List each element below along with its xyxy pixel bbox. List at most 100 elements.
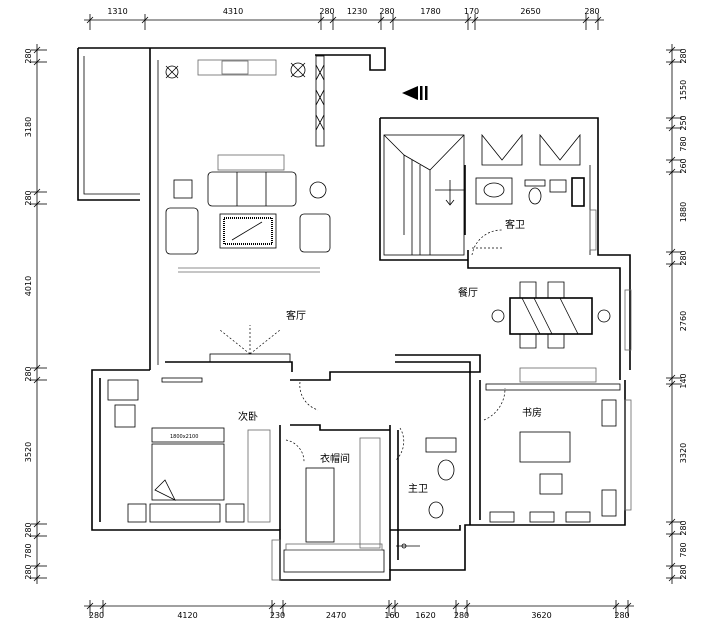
dimension-label-right: 780	[679, 136, 688, 151]
dimension-label-left: 780	[24, 543, 33, 558]
dining-table	[491, 281, 611, 349]
dimension-slash	[99, 602, 107, 610]
dimension-label-right: 280	[679, 48, 688, 63]
dimension-slash	[668, 114, 676, 122]
room-label-dining: 餐厅	[458, 286, 478, 299]
dimension-label-left: 280	[24, 190, 33, 205]
dimension-slash	[668, 248, 676, 256]
room-label-cloakroom: 衣帽间	[320, 452, 350, 465]
dimension-slash	[329, 16, 337, 24]
dimension-label-bottom: 3620	[531, 611, 551, 620]
dimension-slash	[668, 46, 676, 54]
entry-arrow-icon	[402, 86, 428, 100]
dimension-label-right: 280	[679, 520, 688, 535]
dimension-label-top: 170	[464, 7, 479, 16]
dimension-label-right: 3320	[679, 443, 688, 463]
dimension-slash	[594, 16, 602, 24]
dimension-label-top: 1230	[347, 7, 367, 16]
dimension-label-top: 280	[379, 7, 394, 16]
dimension-label-bottom: 1620	[415, 611, 435, 620]
plant-icon	[290, 62, 306, 78]
dimension-slash	[668, 574, 676, 582]
dimension-slash	[668, 124, 676, 132]
dimension-slash	[668, 518, 676, 526]
dimension-label-bottom: 2470	[326, 611, 346, 620]
dimension-label-left: 280	[24, 48, 33, 63]
dimension-slash	[463, 602, 471, 610]
dimension-slash	[668, 260, 676, 268]
dimension-label-right: 280	[679, 250, 688, 265]
room-label-master-bath: 主卫	[408, 483, 428, 495]
dimension-label-bottom: 280	[454, 611, 469, 620]
dimension-label-bottom: 280	[89, 611, 104, 620]
dimension-slash	[471, 16, 479, 24]
room-labels: 客厅 次卧 衣帽间 主卫 书房 客卫 餐厅	[238, 218, 542, 495]
dimension-slash	[33, 562, 41, 570]
room-label-guest-bath: 客卫	[505, 218, 525, 231]
dimension-slash	[279, 602, 287, 610]
room-label-second-bedroom: 次卧	[238, 410, 258, 423]
dimension-slash	[86, 602, 94, 610]
dimension-slash	[33, 188, 41, 196]
dimension-label-right: 1880	[679, 202, 688, 222]
dimension-label-bottom: 280	[614, 611, 629, 620]
dimension-label-left: 4010	[24, 276, 33, 296]
dimension-label-right: 1550	[679, 80, 688, 100]
dimension-slash	[33, 46, 41, 54]
dimension-slash	[268, 602, 276, 610]
dimension-slash	[33, 58, 41, 66]
dimension-slash	[33, 364, 41, 372]
dimension-slash	[668, 374, 676, 382]
dimension-label-left: 280	[24, 366, 33, 381]
dimension-slash	[33, 574, 41, 582]
dimension-label-right: 260	[679, 158, 688, 173]
dimension-label-top: 280	[584, 7, 599, 16]
dimension-slash	[33, 520, 41, 528]
master-bath-fixtures	[395, 427, 457, 549]
dimension-slash	[582, 16, 590, 24]
dimension-slash	[33, 200, 41, 208]
dimension-label-right: 780	[679, 542, 688, 557]
dimension-slash	[317, 16, 325, 24]
dimension-label-left: 3180	[24, 117, 33, 137]
living-room-furniture	[165, 59, 331, 363]
dimension-ticks	[31, 14, 682, 616]
dimension-label-right: 2760	[679, 311, 688, 331]
dimension-slash	[668, 168, 676, 176]
room-label-living: 客厅	[286, 309, 306, 322]
cloakroom-furniture	[285, 437, 383, 551]
dimension-slash	[389, 16, 397, 24]
dimension-slash	[385, 602, 393, 610]
dimension-label-top: 1310	[107, 7, 127, 16]
dimension-label-bottom: 160	[384, 611, 399, 620]
dimension-slash	[668, 530, 676, 538]
dimension-slash	[624, 602, 632, 610]
dimension-slash	[86, 16, 94, 24]
plant-icon	[165, 65, 179, 79]
dimension-slash	[33, 376, 41, 384]
dimension-slash	[668, 380, 676, 388]
dimension-slash	[668, 156, 676, 164]
dimension-label-top: 1780	[420, 7, 440, 16]
dimension-label-top: 4310	[223, 7, 243, 16]
dimension-slash	[452, 602, 460, 610]
dimension-label-top: 280	[319, 7, 334, 16]
dimension-label-left: 280	[24, 522, 33, 537]
dimension-slash	[33, 532, 41, 540]
staircase	[383, 134, 465, 256]
bedroom-furniture: 1800x2100	[107, 377, 319, 523]
dimension-slash	[668, 562, 676, 570]
dimension-lines	[36, 19, 673, 607]
dimension-label-top: 2650	[520, 7, 540, 16]
dimension-slash	[377, 16, 385, 24]
bed-size-label: 1800x2100	[170, 434, 198, 440]
guest-bath-fixtures	[471, 133, 585, 256]
dimension-slash	[612, 602, 620, 610]
dimension-label-right: 250	[679, 115, 688, 130]
dimension-label-right: 280	[679, 564, 688, 579]
dimension-slash	[668, 58, 676, 66]
dimension-label-left: 3520	[24, 442, 33, 462]
study-furniture	[483, 367, 621, 523]
